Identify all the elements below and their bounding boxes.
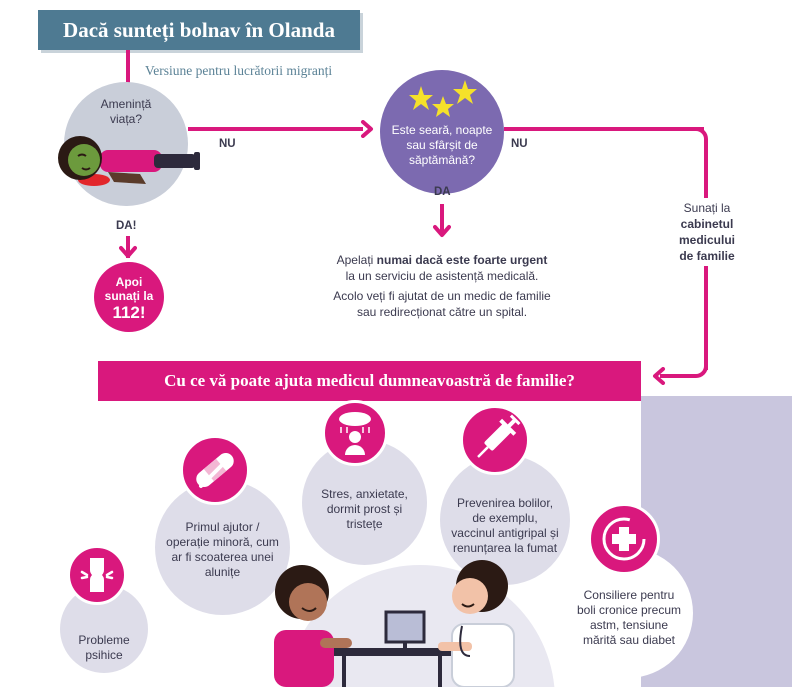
doctor-patient-illustration <box>274 560 515 687</box>
urgent-pre: Apelați <box>336 253 377 267</box>
evening-weekend-question: Este seară, noapte sau sfârșit de săptăm… <box>391 123 493 167</box>
banner-arrowhead <box>653 367 665 385</box>
medical-cross-icon <box>602 517 646 561</box>
page-subtitle: Versiune pentru lucrătorii migranți <box>145 63 333 78</box>
urgent-bold: numai dacă este foarte urgent <box>376 253 548 267</box>
urgent-note-text: Acolo veți fi ajutat de un medic de fami… <box>333 289 551 319</box>
bone-joint-icon <box>80 558 114 592</box>
call-gp-pre: Sunați la <box>683 201 731 215</box>
q2-yes-arrowhead <box>433 225 451 237</box>
bandage-scalpel-icon <box>196 453 234 488</box>
stars-icon <box>409 80 477 117</box>
syringe-icon <box>477 414 521 458</box>
emergency-line1: Apoi <box>115 275 143 289</box>
emergency-call-badge: Apoi sunați la 112! <box>94 262 164 332</box>
service-prevention <box>440 455 570 585</box>
q2-no-line-corner2 <box>692 362 708 378</box>
call-gp-text: Sunați la cabinetul medicului de familie <box>668 198 746 266</box>
service-first-aid-text: Primul ajutor / operație minoră, cum ar … <box>166 520 279 579</box>
call-gp-bold2: medicului <box>678 233 735 247</box>
q2-no-label: NU <box>511 138 528 150</box>
q1-yes-arrowhead <box>119 246 137 258</box>
q2-yes-label: DA <box>434 186 451 198</box>
life-threatening-question: Amenință viața? <box>100 97 152 126</box>
evening-weekend-circle <box>380 70 504 194</box>
services-banner: Cu ce vă poate ajuta medicul dumneavoast… <box>98 361 641 401</box>
q2-no-line-corner <box>692 127 708 143</box>
q1-yes-label: DA! <box>116 220 137 232</box>
q1-no-arrowhead <box>361 120 373 138</box>
service-chronic-icon-bg <box>588 503 660 575</box>
service-chronic-text: Consiliere pentru boli cronice precum as… <box>576 588 682 647</box>
emergency-number: 112! <box>112 303 146 322</box>
injured-person-illustration <box>58 136 200 186</box>
q2-no-line-h2 <box>660 374 696 378</box>
person-cloud-icon <box>339 412 371 455</box>
service-mental-health-text: Probleme psihice <box>78 633 130 662</box>
service-stress-icon-bg <box>322 400 388 466</box>
q1-yes-line <box>126 236 130 258</box>
service-first-aid-icon-bg <box>180 435 250 505</box>
title-connector <box>126 50 130 83</box>
call-gp-bold3: de familie <box>679 249 735 263</box>
page-title: Dacă sunteți bolnav în Olanda <box>38 10 360 50</box>
q2-no-line-h <box>504 127 704 131</box>
service-prevention-icon-bg <box>460 405 530 475</box>
service-mental-health-icon-bg <box>67 545 127 605</box>
call-gp-bold1: cabinetul <box>680 217 734 231</box>
urgent-post: la un serviciu de asistență medicală. <box>345 269 539 283</box>
urgent-service-text: Apelați numai dacă este foarte urgent la… <box>322 252 562 284</box>
q1-no-line <box>188 127 363 131</box>
emergency-line2: sunați la <box>104 289 154 303</box>
q1-no-label: NU <box>219 138 236 150</box>
service-prevention-text: Prevenirea bolilor, de exemplu, vaccinul… <box>451 496 559 555</box>
service-stress-text: Stres, anxietate, dormit prost și triste… <box>321 487 408 531</box>
q2-yes-line <box>440 204 444 234</box>
